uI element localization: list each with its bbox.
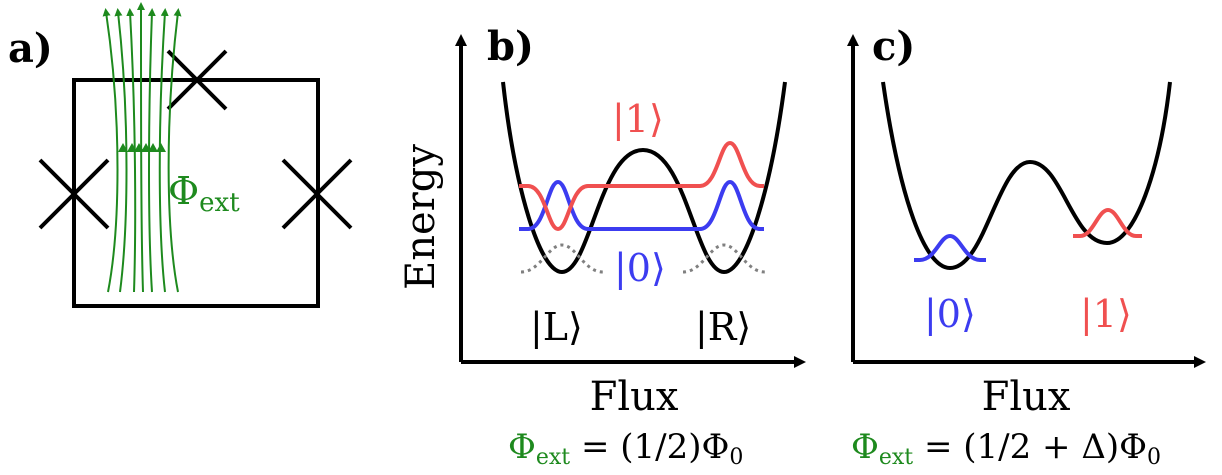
flux-lines [102, 2, 182, 293]
state-0-wavefunction [519, 179, 764, 231]
panel-a-label: a) [8, 25, 53, 72]
flux-label: Φext [168, 169, 240, 218]
state-0-label: |0⟩ [924, 292, 976, 336]
state-1-wavefunction [1073, 207, 1142, 238]
y-axis-label: Energy [398, 144, 444, 290]
junction-right [281, 158, 353, 230]
state-0-label: |0⟩ [614, 246, 666, 290]
state-1-label: |1⟩ [1080, 292, 1132, 336]
panel-c-label: c) [872, 23, 915, 70]
condition-c: Φext = (1/2 + Δ)Φ0 [851, 427, 1161, 470]
state-r-wavefunction [682, 243, 766, 274]
x-axis-label: Flux [590, 374, 679, 420]
condition-b: Φext = (1/2)Φ0 [508, 427, 743, 470]
x-axis-label: Flux [982, 374, 1071, 420]
state-1-label: |1⟩ [612, 97, 664, 141]
state-1-wavefunction [519, 140, 764, 232]
panel-a: a) [8, 2, 353, 308]
junction-top [166, 49, 228, 111]
panel-b: b) Energy Flux |1⟩ |0⟩ |L⟩ |R⟩ Φext = (1… [398, 23, 806, 470]
panel-b-label: b) [487, 23, 534, 70]
flux-midpoint-arrows [118, 143, 166, 152]
state-l-wavefunction [520, 243, 604, 274]
panel-c: c) Flux |0⟩ |1⟩ Φext = (1/2 + Δ)Φ0 [847, 23, 1206, 470]
state-0-wavefunction [914, 233, 986, 262]
junction-left [38, 158, 110, 230]
state-l-label: |L⟩ [530, 305, 583, 349]
state-r-label: |R⟩ [695, 305, 751, 349]
double-well-potential [501, 81, 787, 275]
tilted-potential [881, 81, 1172, 271]
